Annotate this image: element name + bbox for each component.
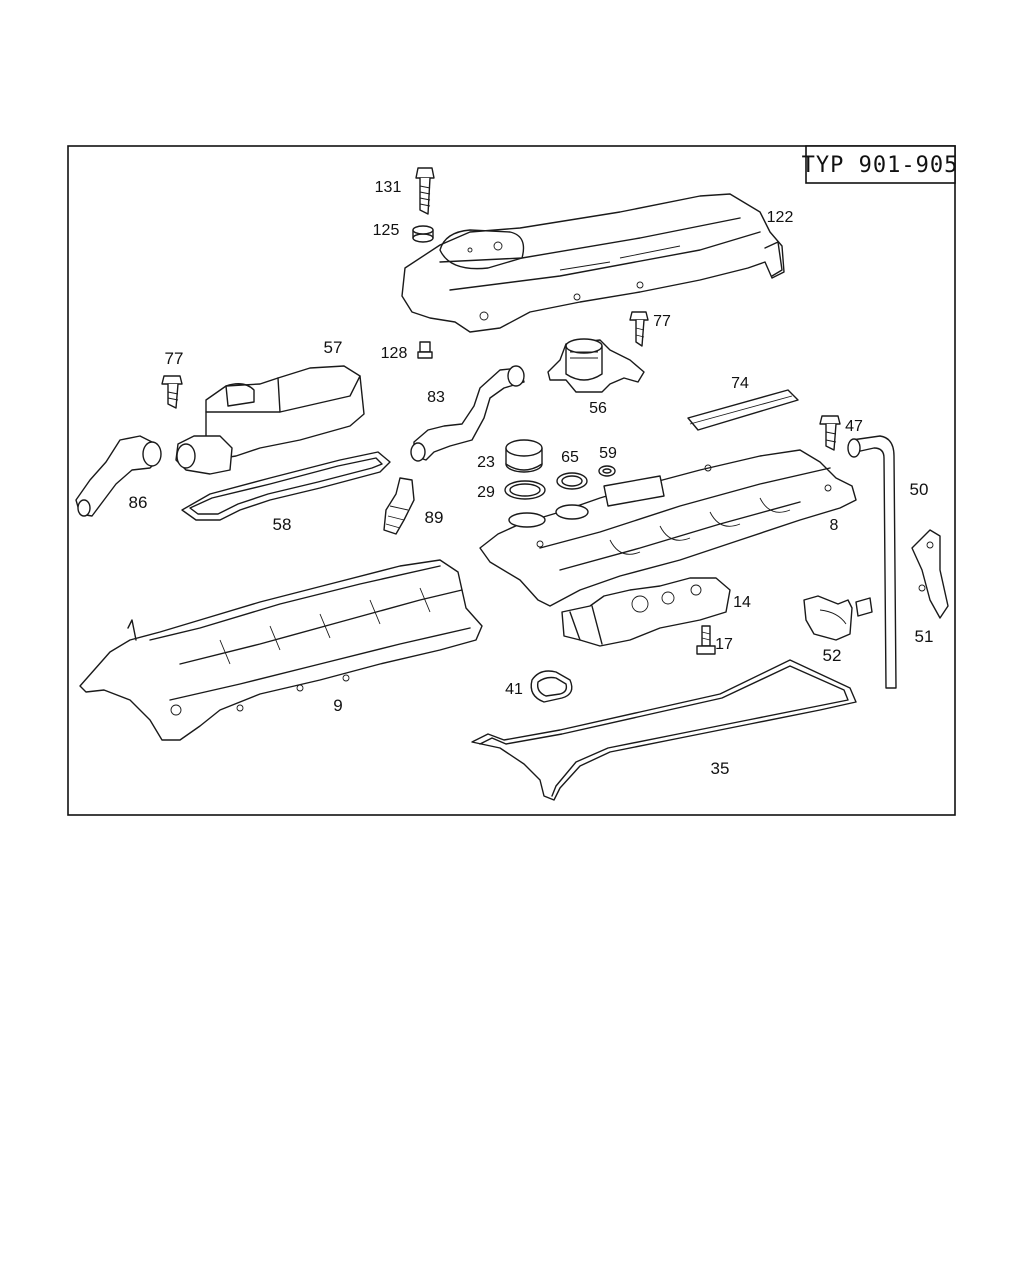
part-51-bracket bbox=[911, 529, 949, 619]
part-122-upper-cover bbox=[401, 193, 785, 333]
callout-83: 83 bbox=[427, 389, 445, 406]
callout-125: 125 bbox=[373, 222, 400, 239]
callout-23: 23 bbox=[477, 454, 495, 471]
part-47-bolt bbox=[819, 415, 841, 451]
callout-128: 128 bbox=[381, 345, 408, 362]
part-9-valve-cover bbox=[79, 559, 483, 741]
callout-59: 59 bbox=[599, 445, 617, 462]
part-14-camshaft bbox=[561, 577, 731, 647]
part-59-small-ring bbox=[598, 465, 616, 477]
callout-17: 17 bbox=[715, 636, 733, 653]
callout-9: 9 bbox=[333, 696, 342, 715]
part-8-valve-cover bbox=[479, 449, 857, 607]
callout-41: 41 bbox=[505, 681, 523, 698]
callout-8: 8 bbox=[830, 517, 839, 534]
callout-50: 50 bbox=[910, 480, 929, 499]
callout-74: 74 bbox=[731, 375, 749, 392]
type-box: TYP 901-905 bbox=[802, 145, 959, 184]
callout-57: 57 bbox=[324, 338, 343, 357]
callout-89: 89 bbox=[425, 508, 444, 527]
callout-58: 58 bbox=[273, 515, 292, 534]
diagram-frame bbox=[67, 145, 956, 816]
part-86-hose bbox=[75, 435, 162, 517]
callout-56: 56 bbox=[589, 400, 607, 417]
callout-35: 35 bbox=[711, 759, 730, 778]
callout-122: 122 bbox=[767, 209, 794, 226]
part-131-bolt bbox=[415, 167, 435, 215]
callout-52: 52 bbox=[823, 646, 842, 665]
callout-65: 65 bbox=[561, 449, 579, 466]
part-52-clamp bbox=[803, 595, 873, 641]
part-77-bolt-left bbox=[161, 375, 183, 409]
part-58-gasket bbox=[181, 451, 391, 521]
type-label: TYP 901-905 bbox=[802, 153, 959, 178]
part-74-rod bbox=[687, 389, 799, 431]
part-41-gasket bbox=[530, 670, 573, 703]
callout-29: 29 bbox=[477, 484, 495, 501]
callout-14: 14 bbox=[733, 594, 751, 611]
callout-51: 51 bbox=[915, 627, 934, 646]
part-35-gasket bbox=[471, 659, 857, 801]
callout-77-left: 77 bbox=[165, 349, 184, 368]
callout-47: 47 bbox=[845, 418, 863, 435]
part-128-pin bbox=[417, 341, 433, 359]
part-17-bolt bbox=[696, 625, 716, 655]
part-56-oil-separator bbox=[547, 338, 645, 393]
callout-86: 86 bbox=[129, 493, 148, 512]
part-23-filler-cap bbox=[505, 439, 543, 473]
callout-77-upper: 77 bbox=[653, 313, 671, 330]
part-50-tube bbox=[847, 435, 897, 689]
part-77-bolt-upper bbox=[629, 311, 649, 347]
part-125-grommet bbox=[412, 225, 434, 243]
part-57-housing bbox=[175, 365, 365, 475]
part-29-seal bbox=[504, 480, 546, 500]
callout-131: 131 bbox=[375, 179, 402, 196]
part-65-ring bbox=[556, 472, 588, 490]
part-83-breather-hose bbox=[410, 365, 525, 462]
part-89-connector bbox=[383, 477, 415, 535]
